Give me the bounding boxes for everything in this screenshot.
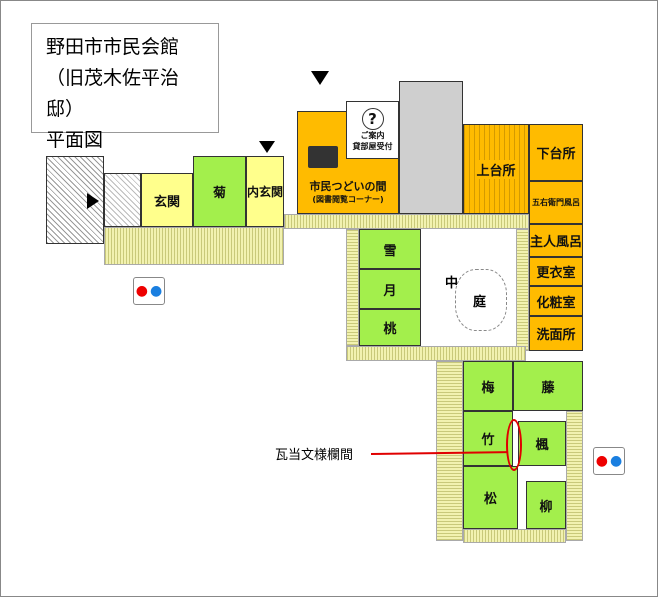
room-senmen[interactable]: 洗面所: [529, 316, 583, 351]
annotation-label: 瓦当文様欄間: [275, 448, 354, 463]
room-sublabel: (図書閲覧コーナー): [312, 195, 384, 204]
room-kiku[interactable]: 菊: [193, 156, 246, 227]
storage-rooms: [399, 81, 463, 214]
room-label: 梅: [481, 380, 495, 396]
info-label2: 貸部屋受付: [352, 142, 393, 151]
room-label: 内玄関: [247, 185, 284, 199]
corridor-bottom: [463, 529, 566, 543]
title-box: 野田市市民会館 （旧茂木佐平治邸） 平面図: [31, 23, 219, 151]
room-label: 桃: [383, 322, 397, 337]
room-matsu[interactable]: 松: [463, 466, 518, 529]
room-momo[interactable]: 桃: [359, 309, 421, 346]
room-goemon[interactable]: 五右衛門風呂: [529, 181, 583, 224]
room-yuki[interactable]: 雪: [359, 229, 421, 269]
corridor-east-wing: [566, 411, 583, 541]
courtyard-label: 中: [445, 276, 459, 291]
room-shimodaidokoro[interactable]: 下台所: [529, 124, 583, 181]
room-label: 市民つどいの間: [309, 180, 387, 193]
title-line3: 平面図: [46, 129, 104, 151]
room-shujin[interactable]: 主人風呂: [529, 224, 583, 257]
title-line2: （旧茂木佐平治邸）: [46, 67, 180, 120]
restroom-icon: ●●: [133, 277, 165, 305]
room-ume[interactable]: 梅: [463, 361, 513, 411]
room-fuji[interactable]: 藤: [513, 361, 583, 411]
title-line1: 野田市市民会館: [46, 36, 180, 58]
room-kesho[interactable]: 化粧室: [529, 286, 583, 316]
info-label: ご案内: [360, 131, 385, 140]
room-label: 菊: [212, 186, 226, 201]
side-entrance-arrow-icon: [259, 141, 275, 153]
room-label: 雪: [383, 243, 397, 259]
corridor-courtyard-west: [346, 229, 359, 346]
room-label: 下台所: [536, 147, 576, 162]
room-label: 竹: [481, 433, 495, 448]
doma: [104, 173, 141, 227]
room-label: 主人風呂: [530, 235, 583, 250]
room-label: 玄関: [153, 194, 180, 210]
entrance-arrow-icon: [87, 193, 99, 209]
corridor-west-wing: [436, 361, 463, 541]
room-label: 更衣室: [536, 266, 576, 281]
room-label: 洗面所: [536, 328, 576, 343]
main-entrance-arrow-icon: [311, 71, 329, 85]
room-label: 楓: [535, 438, 549, 453]
room-yanagi[interactable]: 柳: [526, 481, 566, 529]
ranma-highlight: [506, 419, 522, 471]
room-take[interactable]: 竹: [463, 411, 513, 466]
room-koui[interactable]: 更衣室: [529, 257, 583, 286]
book-icon: [308, 146, 338, 168]
pond: [455, 269, 507, 331]
room-genkan[interactable]: 玄関: [141, 173, 193, 227]
courtyard: 中 庭: [421, 229, 516, 346]
room-uchigenkan[interactable]: 内玄関: [246, 156, 284, 227]
corridor-courtyard-east: [516, 229, 529, 351]
room-label: 上台所: [476, 159, 516, 179]
room-label: 松: [483, 492, 497, 507]
room-kamidaidokoro[interactable]: 上台所: [463, 124, 529, 214]
info-desk[interactable]: ? ご案内 貸部屋受付: [346, 101, 399, 159]
room-label: 藤: [541, 380, 555, 396]
room-label: 柳: [539, 499, 553, 515]
room-label: 化粧室: [536, 295, 576, 311]
room-label: 月: [383, 283, 397, 299]
restroom-icon: ●●: [593, 447, 625, 475]
info-icon: ?: [361, 108, 384, 130]
corridor-south: [346, 346, 526, 361]
room-tsuki[interactable]: 月: [359, 269, 421, 309]
room-kaede[interactable]: 楓: [518, 421, 566, 466]
room-label: 五右衛門風呂: [532, 198, 580, 207]
corridor-west: [104, 227, 284, 265]
corridor-north: [284, 214, 529, 229]
